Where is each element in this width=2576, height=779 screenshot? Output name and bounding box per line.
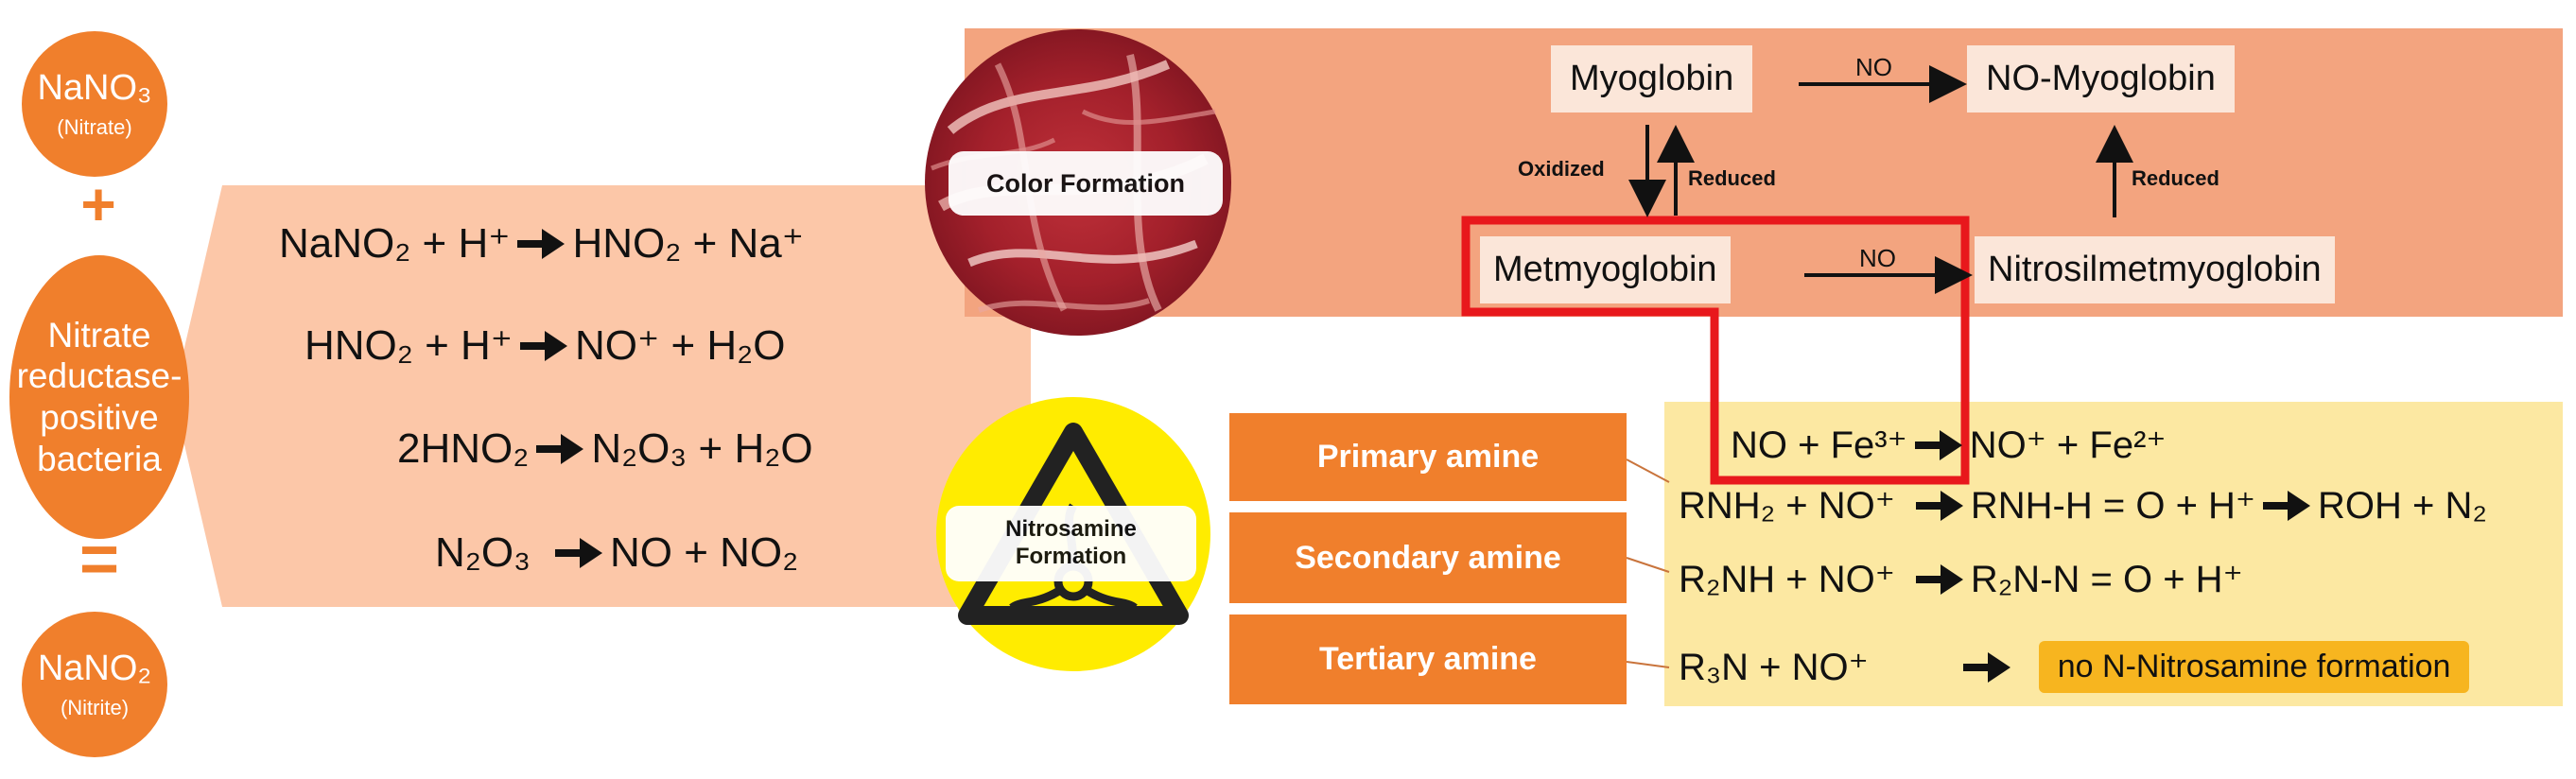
bacteria-line4: bacteria bbox=[37, 439, 162, 478]
arrow-icon bbox=[1915, 491, 1963, 521]
fe-reaction-left: NO + Fe³⁺ bbox=[1731, 424, 1907, 466]
amine-secondary: Secondary amine bbox=[1229, 512, 1627, 603]
no-label-top: NO bbox=[1855, 53, 1892, 81]
connector-tertiary bbox=[1626, 661, 1670, 668]
arrow-icon bbox=[2263, 491, 2311, 521]
nitrite-formula: NaNO₂ bbox=[37, 649, 152, 689]
arrow-icon bbox=[517, 228, 566, 259]
reaction-4: N₂O₃ NO + NO₂ bbox=[435, 529, 798, 577]
myoglobin-box: Myoglobin bbox=[1551, 45, 1753, 113]
reaction-1-left: NaNO₂ + H⁺ bbox=[279, 220, 511, 267]
arrow-icon bbox=[1914, 430, 1962, 460]
arrow-icon bbox=[555, 538, 602, 568]
secondary-reaction-left: R₂NH + NO⁺ bbox=[1679, 559, 1895, 600]
arrow-icon bbox=[1962, 651, 2010, 683]
reaction-3: 2HNO₂ N₂O₃ + H₂O bbox=[397, 425, 813, 473]
arrow-icon bbox=[520, 330, 567, 361]
oxidized-label: Oxidized bbox=[1518, 157, 1605, 181]
connector-primary bbox=[1626, 459, 1670, 483]
amine-primary: Primary amine bbox=[1229, 413, 1627, 501]
no-label-bottom: NO bbox=[1859, 244, 1896, 272]
connector-secondary bbox=[1626, 557, 1670, 573]
bacteria-line2: reductase- bbox=[16, 356, 183, 396]
bacteria-circle: Nitrate reductase- positive bacteria bbox=[9, 255, 189, 539]
nitrosamine-label-line2: Formation bbox=[1015, 544, 1127, 569]
reduced-label-right: Reduced bbox=[2132, 166, 2219, 190]
reaction-3-right: N₂O₃ + H₂O bbox=[591, 425, 813, 472]
fe-reaction-right: NO⁺ + Fe²⁺ bbox=[1969, 424, 2167, 466]
arrow-icon bbox=[1915, 564, 1963, 595]
arrow-icon bbox=[536, 434, 584, 464]
reaction-2-left: HNO₂ + H⁺ bbox=[305, 322, 513, 369]
metmyoglobin-box: Metmyoglobin bbox=[1480, 236, 1731, 303]
secondary-reaction-right: R₂N-N = O + H⁺ bbox=[1970, 559, 2243, 600]
tertiary-reaction: R₃N + NO⁺ no N-Nitrosamine formation bbox=[1679, 641, 2470, 693]
secondary-reaction: R₂NH + NO⁺ R₂N-N = O + H⁺ bbox=[1679, 558, 2243, 601]
reaction-2-right: NO⁺ + H₂O bbox=[575, 322, 786, 369]
primary-reaction-left: RNH₂ + NO⁺ bbox=[1679, 485, 1895, 527]
color-formation-label: Color Formation bbox=[949, 151, 1223, 216]
reaction-3-left: 2HNO₂ bbox=[397, 425, 530, 472]
red-frame bbox=[1461, 216, 1970, 485]
reaction-4-left: N₂O₃ bbox=[435, 529, 531, 576]
reaction-panel bbox=[173, 185, 1031, 607]
bacteria-line3: positive bbox=[40, 398, 159, 437]
nitrate-formula: NaNO₃ bbox=[37, 68, 152, 109]
nitrosamine-label-line1: Nitrosamine bbox=[1005, 516, 1137, 543]
reaction-4-right: NO + NO₂ bbox=[610, 529, 799, 576]
amine-tertiary: Tertiary amine bbox=[1229, 615, 1627, 704]
nitrate-circle: NaNO₃ (Nitrate) bbox=[22, 31, 167, 177]
tertiary-reaction-result: no N-Nitrosamine formation bbox=[2038, 641, 2470, 693]
reaction-1-right: HNO₂ + Na⁺ bbox=[572, 220, 804, 267]
reaction-2: HNO₂ + H⁺ NO⁺ + H₂O bbox=[305, 321, 785, 370]
nitrite-name: (Nitrite) bbox=[60, 695, 130, 719]
nitrosamine-label: Nitrosamine Formation bbox=[946, 506, 1196, 581]
plus-sign: + bbox=[80, 170, 116, 238]
fe-reaction: NO + Fe³⁺ NO⁺ + Fe²⁺ bbox=[1731, 424, 2167, 467]
no-myoglobin-box: NO-Myoglobin bbox=[1967, 45, 2235, 113]
nitrosilmetmyoglobin-box: Nitrosilmetmyoglobin bbox=[1975, 236, 2335, 303]
tertiary-reaction-left: R₃N + NO⁺ bbox=[1679, 646, 1869, 688]
reaction-1: NaNO₂ + H⁺ HNO₂ + Na⁺ bbox=[279, 219, 804, 268]
reduced-label-left: Reduced bbox=[1688, 166, 1776, 190]
nitrite-circle: NaNO₂ (Nitrite) bbox=[22, 612, 167, 757]
primary-reaction: RNH₂ + NO⁺ RNH-H = O + H⁺ ROH + N₂ bbox=[1679, 484, 2487, 528]
equals-sign: = bbox=[78, 522, 120, 597]
nitrate-name: (Nitrate) bbox=[57, 114, 132, 139]
bacteria-line1: Nitrate bbox=[47, 315, 151, 355]
primary-reaction-mid: RNH-H = O + H⁺ bbox=[1970, 485, 2256, 527]
primary-reaction-right: ROH + N₂ bbox=[2318, 484, 2487, 527]
